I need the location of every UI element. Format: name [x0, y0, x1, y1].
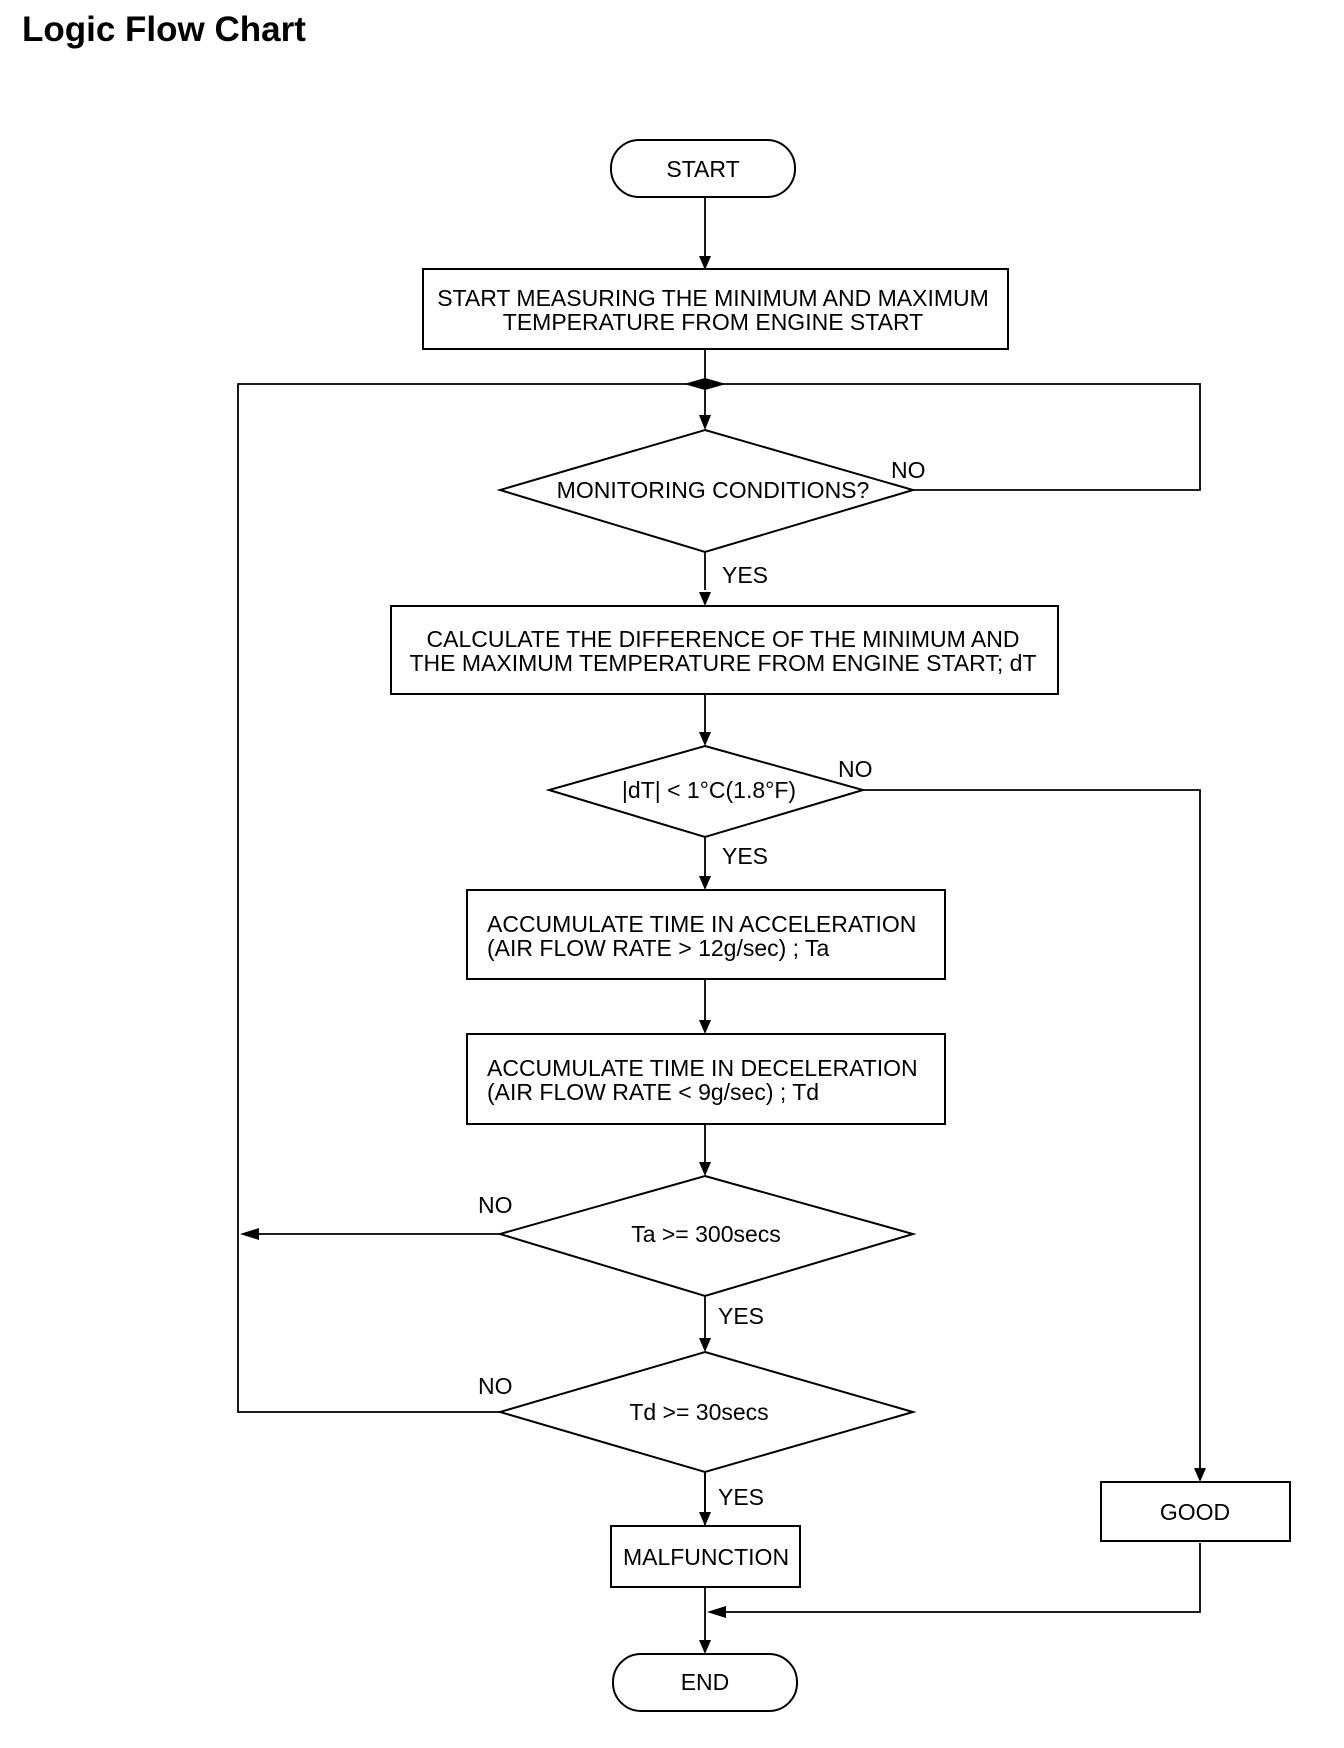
arrow-head: [699, 1640, 711, 1654]
arrow-head: [240, 1228, 259, 1240]
branch-labels: NO YES NO YES NO YES NO YES: [478, 457, 926, 1510]
no-label-td: NO: [478, 1373, 513, 1399]
malfunction-box: MALFUNCTION: [610, 1525, 801, 1588]
decel-line-1: ACCUMULATE TIME IN DECELERATION: [487, 1055, 918, 1081]
start-terminal: START: [610, 139, 796, 198]
dt-check-decision: |dT| < 1°C(1.8°F): [545, 744, 867, 839]
arrow-head: [699, 732, 711, 746]
good-box: GOOD: [1100, 1481, 1291, 1542]
no-label-ta: NO: [478, 1192, 513, 1218]
monitoring-label: MONITORING CONDITIONS?: [557, 477, 870, 503]
td-check-decision: Td >= 30secs: [496, 1350, 917, 1474]
arrow-head: [707, 1606, 726, 1618]
end-label: END: [681, 1669, 730, 1695]
no-label-dt: NO: [838, 756, 873, 782]
td-check-label: Td >= 30secs: [629, 1399, 768, 1425]
measure-line-1: START MEASURING THE MINIMUM AND MAXIMUM: [437, 285, 989, 311]
accel-line-1: ACCUMULATE TIME IN ACCELERATION: [487, 911, 916, 937]
accel-line-2: (AIR FLOW RATE > 12g/sec) ; Ta: [487, 935, 830, 961]
arrow-head: [699, 415, 711, 430]
arrow-head: [1194, 1468, 1206, 1482]
accumulate-deceleration-box: ACCUMULATE TIME IN DECELERATION (AIR FLO…: [466, 1033, 946, 1125]
yes-label-dt: YES: [722, 843, 768, 869]
no-label-monitoring: NO: [891, 457, 926, 483]
monitoring-conditions-decision: MONITORING CONDITIONS?: [496, 428, 917, 554]
calculate-difference-box: CALCULATE THE DIFFERENCE OF THE MINIMUM …: [390, 605, 1059, 695]
ta-check-label: Ta >= 300secs: [631, 1221, 781, 1247]
decel-line-2: (AIR FLOW RATE < 9g/sec) ; Td: [487, 1079, 819, 1105]
malfunction-label: MALFUNCTION: [623, 1544, 789, 1570]
arrow-head: [699, 876, 711, 890]
calculate-line-2: THE MAXIMUM TEMPERATURE FROM ENGINE STAR…: [409, 650, 1036, 676]
accumulate-acceleration-box: ACCUMULATE TIME IN ACCELERATION (AIR FLO…: [466, 889, 946, 980]
yes-label-ta: YES: [718, 1303, 764, 1329]
arrow-head: [699, 592, 711, 606]
arrow-head: [699, 256, 711, 270]
arrow-head: [705, 378, 726, 390]
good-label: GOOD: [1160, 1499, 1230, 1525]
measure-line-2: TEMPERATURE FROM ENGINE START: [503, 309, 923, 335]
ta-check-decision: Ta >= 300secs: [496, 1174, 917, 1298]
measure-temperature-box: START MEASURING THE MINIMUM AND MAXIMUM …: [422, 268, 1009, 350]
connectors: [237, 198, 1201, 1640]
arrow-head: [699, 1338, 711, 1352]
end-terminal: END: [612, 1653, 798, 1712]
page-title: Logic Flow Chart: [22, 10, 306, 49]
yes-label-td: YES: [718, 1484, 764, 1510]
yes-label-monitoring: YES: [722, 562, 768, 588]
arrow-head: [684, 378, 705, 390]
start-label: START: [666, 156, 739, 182]
arrowheads: [240, 256, 1206, 1654]
calculate-line-1: CALCULATE THE DIFFERENCE OF THE MINIMUM …: [427, 626, 1020, 652]
dt-check-label: |dT| < 1°C(1.8°F): [622, 777, 796, 803]
arrow-head: [699, 1162, 711, 1176]
arrow-head: [699, 1512, 711, 1526]
arrow-head: [699, 1020, 711, 1034]
